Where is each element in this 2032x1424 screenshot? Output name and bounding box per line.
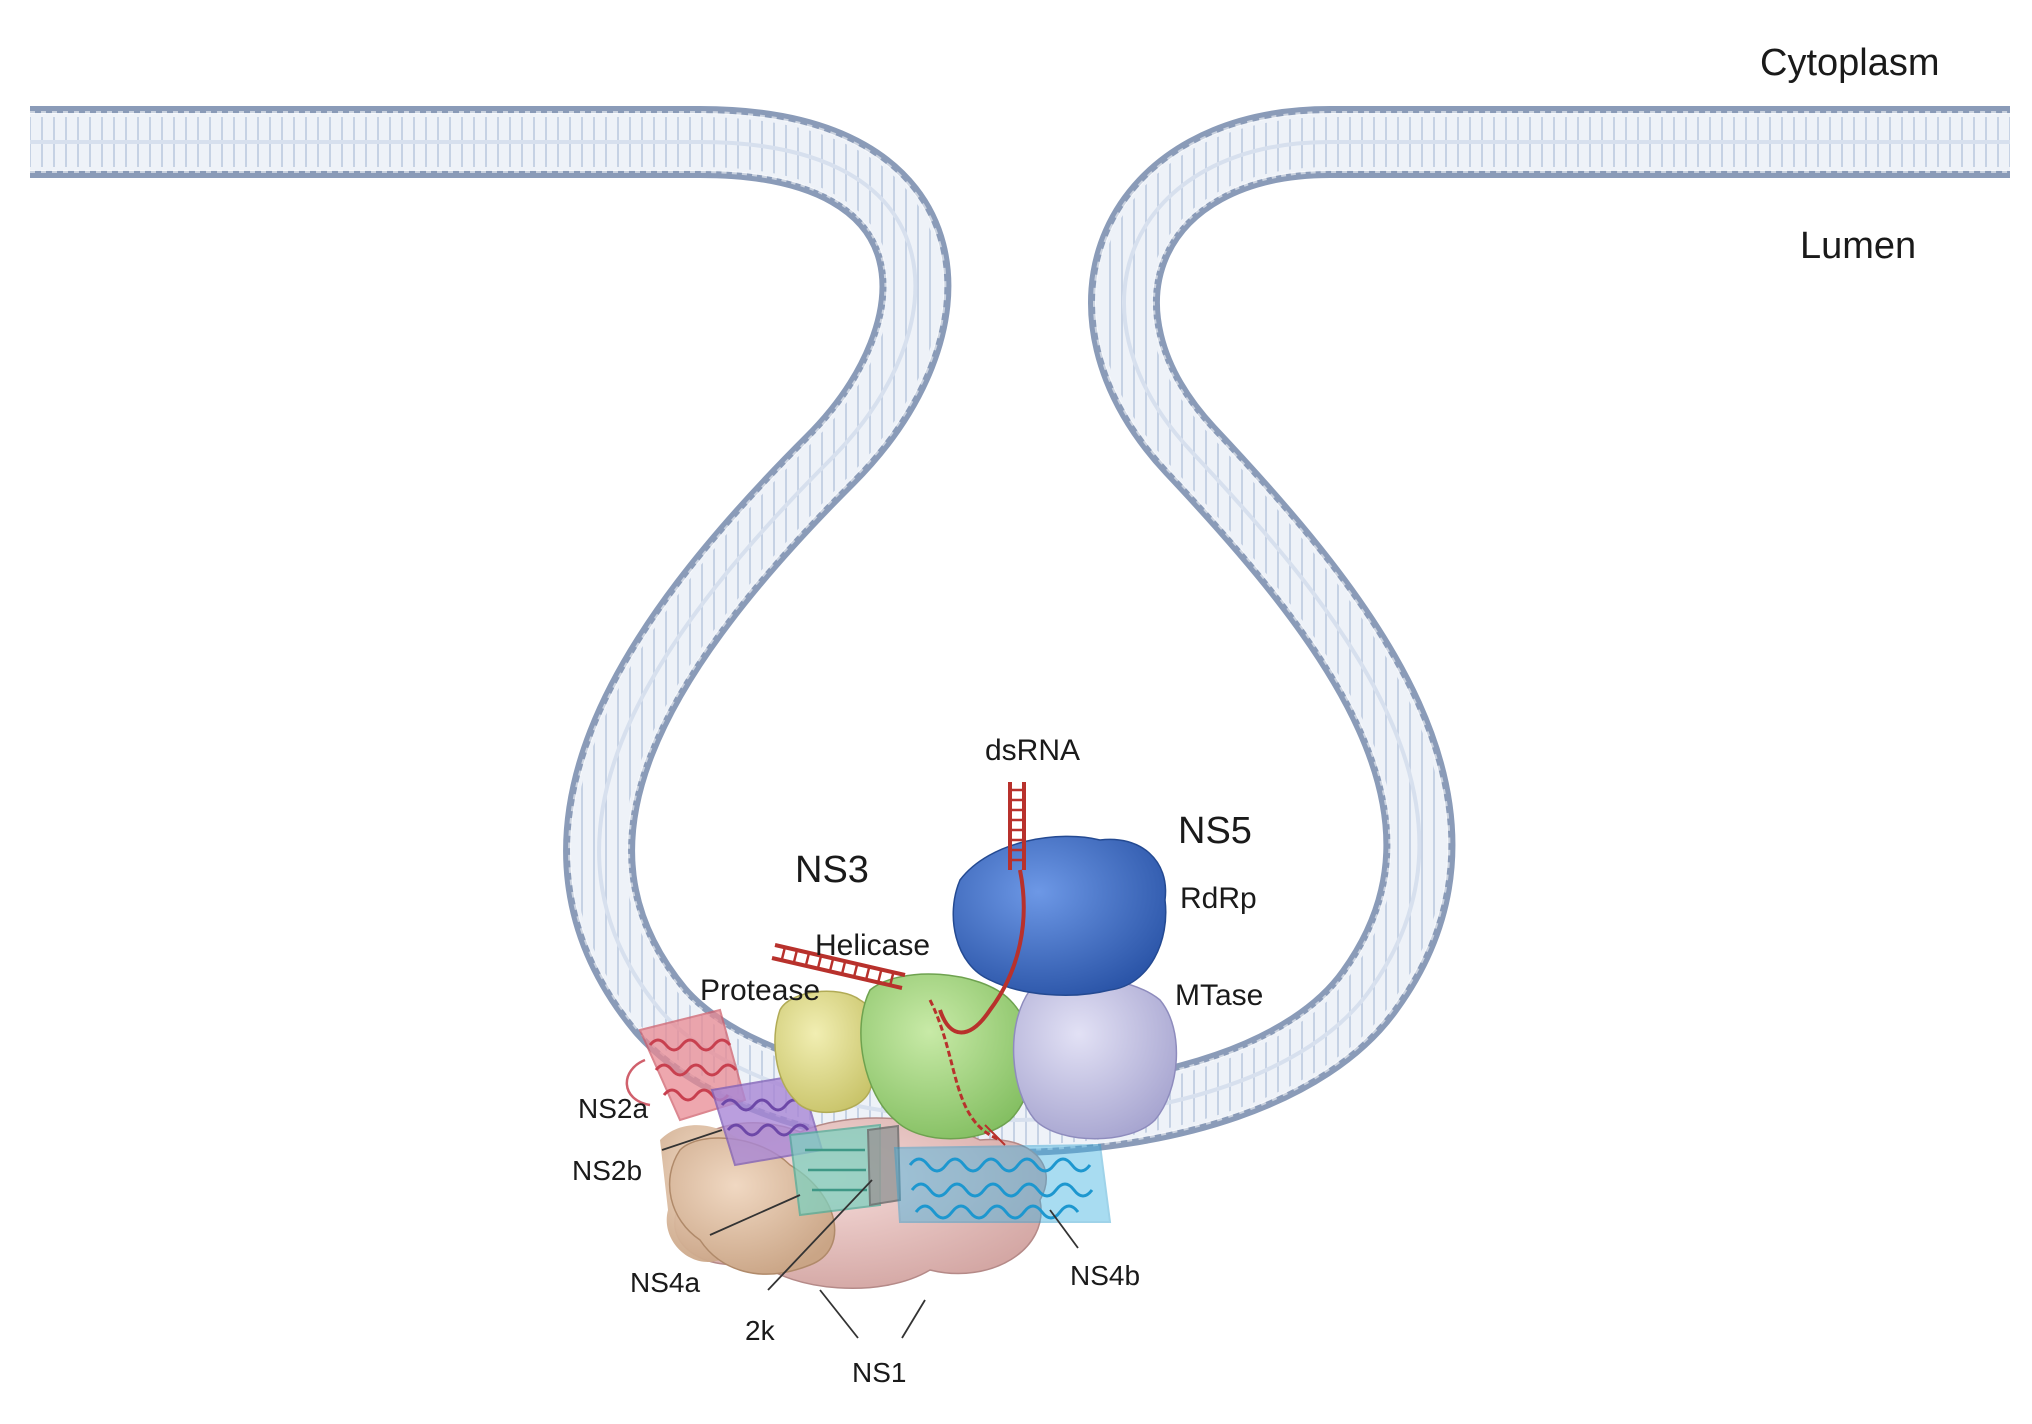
label-dsrna: dsRNA — [985, 734, 1080, 767]
leader-ns4b — [1049, 1209, 1079, 1249]
leader-ns1-b — [901, 1299, 926, 1339]
label-helicase: Helicase — [815, 929, 930, 962]
leader-ns1-a — [819, 1289, 859, 1339]
2k-peptide — [866, 1124, 902, 1207]
label-rdrp: RdRp — [1180, 882, 1257, 915]
ns4b-protein — [893, 1143, 1112, 1223]
leader-2k — [767, 1179, 873, 1291]
label-ns5: NS5 — [1178, 810, 1252, 852]
helicase-domain — [860, 973, 1034, 1140]
label-mtase: MTase — [1175, 979, 1263, 1012]
label-2k: 2k — [745, 1315, 776, 1346]
label-ns3: NS3 — [795, 849, 869, 891]
label-ns2b: NS2b — [572, 1155, 642, 1186]
label-lumen: Lumen — [1800, 225, 1916, 267]
label-ns1: NS1 — [852, 1357, 906, 1388]
protease-domain — [774, 990, 878, 1113]
leader-lines — [661, 1129, 1079, 1339]
label-protease: Protease — [700, 974, 820, 1007]
dsrna-ladder-helicase — [771, 943, 906, 990]
mtase-domain — [1012, 976, 1178, 1140]
dsrna-strand — [771, 782, 1026, 1146]
label-ns2a: NS2a — [578, 1093, 648, 1124]
leader-ns2b — [661, 1129, 723, 1151]
leader-ns4a — [709, 1194, 801, 1236]
label-ns4b: NS4b — [1070, 1260, 1140, 1291]
label-cytoplasm: Cytoplasm — [1760, 42, 1940, 84]
label-ns4a: NS4a — [630, 1267, 700, 1298]
ns4a-protein — [788, 1123, 881, 1217]
rdrp-domain — [952, 835, 1167, 996]
